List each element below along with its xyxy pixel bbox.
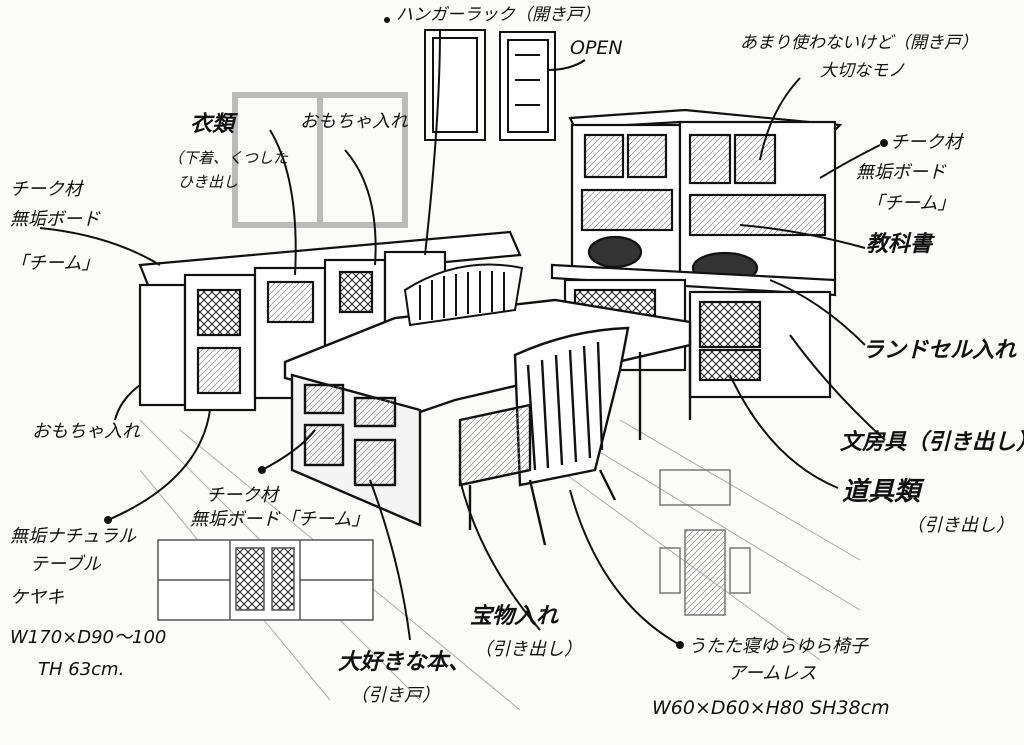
label-treasure-2: （引き出し） <box>474 640 582 661</box>
label-teak-desk: チーク材 <box>206 486 278 507</box>
hanger-rack-thumbnails <box>425 30 555 140</box>
label-underwear-2: ひき出し <box>178 174 238 191</box>
label-teak-right-1: チーク材 <box>890 133 962 154</box>
label-chair-1: うたた寝ゆらゆら椅子 <box>688 637 868 658</box>
label-favorite-books-2: （引き戸） <box>350 686 440 707</box>
label-teak-left-2: 無垢ボード <box>10 210 100 231</box>
label-table-1: 無垢ナチュラル <box>10 527 136 548</box>
label-toys-top: おもちゃ入れ <box>300 112 408 133</box>
label-treasure-1: 宝物入れ <box>470 604 558 629</box>
label-teak-desk-2: 無垢ボード「チーム」 <box>190 510 369 531</box>
label-randoseru: ランドセル入れ <box>862 338 1016 363</box>
label-teak-right-2: 無垢ボード <box>856 163 946 184</box>
label-table-2: テーブル <box>30 555 101 576</box>
label-favorite-books-1: 大好きな本、 <box>338 650 470 675</box>
label-textbooks: 教科書 <box>866 232 932 257</box>
label-underwear-1: （下着、くつした <box>168 150 288 167</box>
label-teak-left-3: 「チーム」 <box>10 254 99 275</box>
label-important: 大切なモノ <box>820 62 905 82</box>
label-toys-left: おもちゃ入れ <box>32 422 140 443</box>
label-keyaki: ケヤキ <box>10 588 64 609</box>
desk-front-elevation <box>158 540 373 620</box>
label-teak-left-1: チーク材 <box>10 180 82 201</box>
label-table-size-1: W170×D90〜100 <box>10 628 166 649</box>
label-open: OPEN <box>570 38 623 60</box>
label-tools: 道具類 <box>842 478 920 508</box>
label-teak-right-3: 「チーム」 <box>866 194 955 215</box>
label-chair-2: アームレス <box>728 664 816 685</box>
label-rarely-used: あまり使わないけど（開き戸） <box>740 34 978 54</box>
chair-plan-sketch <box>660 470 750 615</box>
label-chair-size: W60×D60×H80 SH38cm <box>652 698 890 720</box>
label-clothes: 衣類 <box>190 112 234 137</box>
label-table-size-2: TH 63cm. <box>38 660 124 681</box>
label-tools-sub: （引き出し） <box>906 516 1014 537</box>
label-stationery: 文房具（引き出し） <box>840 430 1024 455</box>
label-hanger-rack: ハンガーラック（開き戸） <box>396 6 600 26</box>
